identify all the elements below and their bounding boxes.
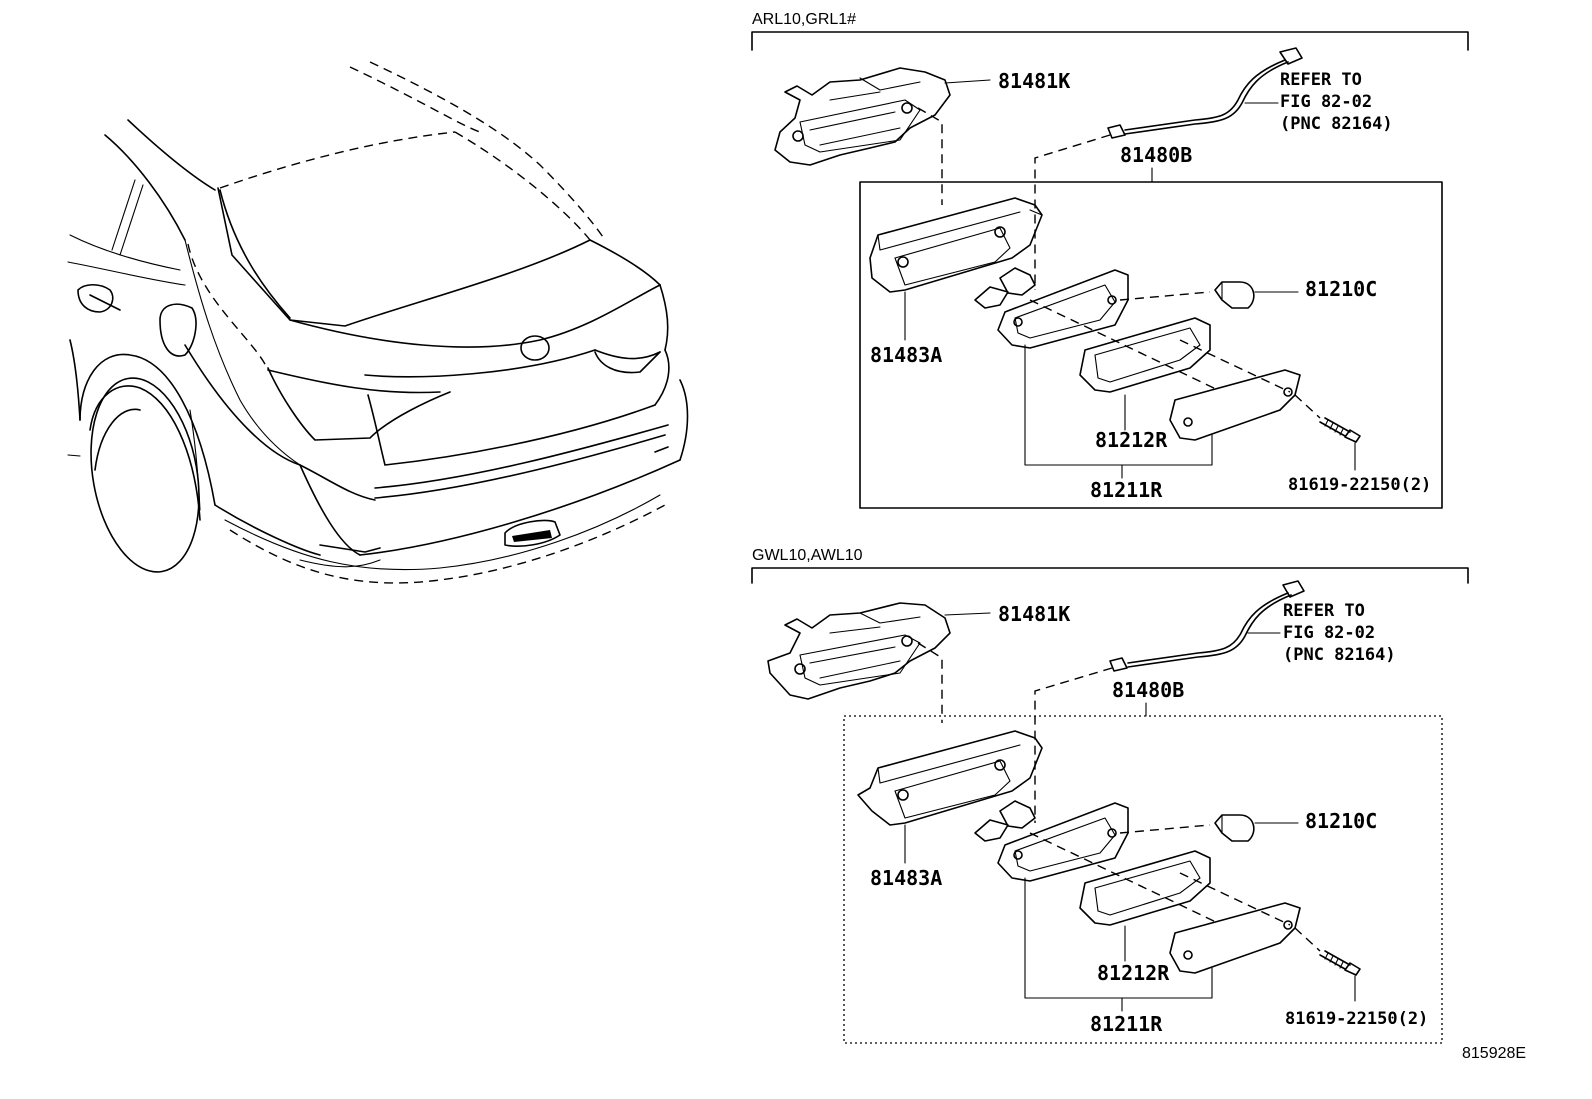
label-bulb: 81210C bbox=[1305, 809, 1377, 833]
section-bottom: GWL10,AWL10 81481K REFER TO FIG 82-02 (P… bbox=[751, 547, 1469, 1044]
wire-part bbox=[1107, 47, 1303, 139]
bracket-part bbox=[767, 602, 951, 700]
housing-part bbox=[857, 730, 1043, 826]
section-top: ARL10,GRL1# 81481K REFER TO FIG 82-02 (P… bbox=[751, 11, 1469, 509]
wire-part bbox=[1109, 580, 1305, 672]
gasket-part bbox=[1079, 850, 1211, 926]
label-screw: 81619-22150(2) bbox=[1285, 1009, 1428, 1029]
figure-id: 815928E bbox=[1462, 1045, 1526, 1062]
gasket-part bbox=[1079, 317, 1211, 393]
lens-part bbox=[1169, 902, 1301, 974]
component-box bbox=[859, 181, 1443, 509]
label-lens-assy: 81211R bbox=[1090, 1012, 1163, 1036]
section-header: ARL10,GRL1# bbox=[752, 11, 856, 28]
component-box bbox=[843, 715, 1443, 1044]
label-housing: 81483A bbox=[870, 343, 942, 367]
lens-part bbox=[1169, 369, 1301, 441]
housing-part bbox=[869, 197, 1043, 293]
socket-part bbox=[974, 267, 1129, 349]
label-bracket: 81481K bbox=[998, 602, 1070, 626]
socket-part bbox=[974, 800, 1129, 882]
bracket-part bbox=[774, 67, 951, 166]
label-wire: 81480B bbox=[1112, 678, 1184, 702]
refer-line-1: REFER TO bbox=[1280, 70, 1362, 90]
label-lens-assy: 81211R bbox=[1090, 478, 1163, 502]
refer-line-3: (PNC 82164) bbox=[1283, 645, 1396, 665]
label-gasket: 81212R bbox=[1095, 428, 1168, 452]
screw-part bbox=[1319, 950, 1361, 976]
car-rear-illustration bbox=[67, 61, 689, 584]
bulb-part bbox=[1214, 814, 1255, 842]
label-bulb: 81210C bbox=[1305, 277, 1377, 301]
bulb-part bbox=[1214, 281, 1255, 309]
section-header: GWL10,AWL10 bbox=[752, 547, 863, 564]
refer-line-2: FIG 82-02 bbox=[1280, 92, 1372, 112]
screw-part bbox=[1319, 417, 1361, 443]
label-screw: 81619-22150(2) bbox=[1288, 475, 1431, 495]
label-housing: 81483A bbox=[870, 866, 942, 890]
label-wire: 81480B bbox=[1120, 143, 1192, 167]
label-bracket: 81481K bbox=[998, 69, 1070, 93]
refer-line-1: REFER TO bbox=[1283, 601, 1365, 621]
refer-line-3: (PNC 82164) bbox=[1280, 114, 1393, 134]
refer-line-2: FIG 82-02 bbox=[1283, 623, 1375, 643]
label-gasket: 81212R bbox=[1097, 961, 1170, 985]
